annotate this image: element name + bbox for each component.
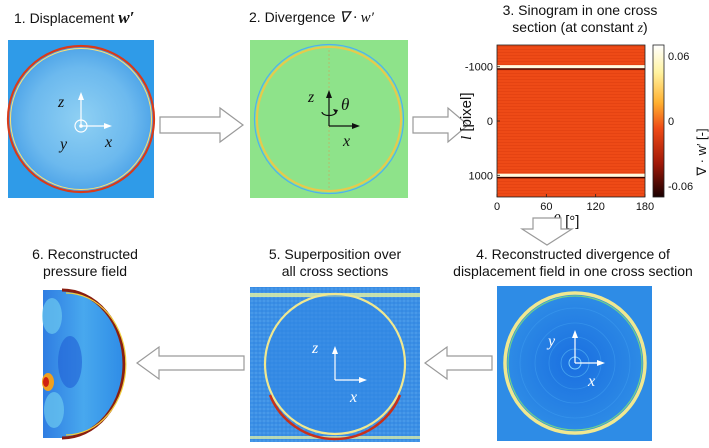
- panel4-ring-b: [534, 322, 616, 404]
- panel6-region-top: [42, 298, 62, 334]
- panel3-title: 3. Sinogram in one cross section (at con…: [460, 2, 700, 37]
- panel2-title-text: 2. Divergence: [249, 9, 340, 25]
- panel3-sinogram: 0 60 120 180 -1000 0 1000 0.06 0 -0.06: [465, 44, 693, 213]
- panel4-x-arrow: [597, 360, 605, 366]
- colorbar-label: ∇ · w′ [-]: [694, 128, 709, 176]
- panel2-title-math: ∇ · w′: [339, 10, 374, 26]
- panel2-ring: [256, 46, 402, 192]
- panel5-ring: [263, 292, 407, 436]
- panel6-rim: [61, 288, 126, 440]
- sinogram-bright-lines: [497, 65, 645, 179]
- sinogram-y-label: l [pixel]: [458, 92, 475, 140]
- sinogram-x-tick-label: 120: [586, 201, 604, 213]
- sinogram-dark-line: [497, 68, 645, 70]
- panel1-title-text: 1. Displacement: [14, 10, 119, 26]
- arrow-1-to-2: [159, 106, 245, 144]
- panel4-image: [497, 286, 652, 441]
- sinogram-x-ticks: 0 60 120 180: [494, 194, 654, 213]
- panel6-region-center: [58, 336, 82, 388]
- sinogram-dark-line: [497, 176, 645, 179]
- panel2-title: 2. Divergence ∇ · w′: [249, 9, 374, 27]
- panel1-z-label: z: [57, 94, 65, 111]
- panel2-image: [250, 40, 408, 198]
- panel2-x-arrow: [352, 123, 360, 129]
- arrow-4-to-5: [423, 345, 493, 381]
- sinogram-y-tick-label: 0: [487, 116, 493, 128]
- panel1-y-dot: [79, 124, 83, 128]
- sinogram-bright-line: [497, 173, 645, 177]
- panel1-title-math: w′: [118, 8, 135, 27]
- sinogram-x-tick-label: 0: [494, 201, 500, 213]
- panel4-x-label: x: [587, 373, 595, 390]
- colorbar-tick-label: 0.06: [668, 51, 689, 63]
- panel1-title: 1. Displacement w′: [14, 9, 134, 27]
- panel1-ring: [6, 44, 156, 194]
- colorbar: [652, 44, 665, 198]
- panel1-z-arrow: [78, 92, 84, 100]
- panel1-ring-inner: [10, 48, 152, 190]
- sinogram-y-tick-label: -1000: [465, 62, 493, 74]
- panel1-x-arrow: [104, 123, 112, 129]
- panel4-outer-ring: [503, 291, 647, 435]
- panel6-title-line1: 6. Reconstructed: [32, 246, 138, 262]
- panel6-rim-inner: [65, 292, 127, 436]
- panel5-z-arrow: [332, 346, 338, 354]
- panel3-title-line2: section (at constant z): [460, 19, 700, 37]
- sinogram-plot-area: [497, 45, 645, 197]
- arrow-5-to-6: [135, 345, 245, 381]
- sinogram-y-ticks: -1000 0 1000: [465, 62, 500, 182]
- panel6-title-line2: pressure field: [42, 263, 128, 279]
- sinogram-x-label-unit: [°]: [561, 213, 580, 230]
- panel2-theta-label: θ: [341, 95, 349, 114]
- panel6-hotspot-inner: [43, 377, 49, 387]
- panel5-x-label: x: [349, 389, 357, 406]
- sinogram-y-tick-label: 1000: [469, 170, 493, 182]
- panel5-x-arrow: [359, 377, 367, 383]
- panel4-y-label: y: [546, 333, 556, 350]
- colorbar-ticks: 0.06 0 -0.06: [668, 51, 693, 193]
- panel4-ring-a: [519, 307, 631, 419]
- sinogram-x-tick-label: 60: [540, 201, 552, 213]
- panel5-bottom-band: [250, 436, 420, 439]
- panel1-image: [6, 40, 156, 198]
- panel6-image: [42, 288, 127, 440]
- panel5-title-line2: all cross sections: [281, 263, 389, 279]
- panel2-x-label: x: [342, 133, 350, 150]
- panel2-z-label: z: [307, 89, 315, 106]
- panel5-title: 5. Superposition over all cross sections: [250, 246, 420, 280]
- panel1-x-label: x: [104, 134, 112, 151]
- panel5-title-line1: 5. Superposition over: [268, 246, 402, 262]
- panel6-title: 6. Reconstructed pressure field: [10, 246, 160, 280]
- panel3-title-line1: 3. Sinogram in one cross: [502, 2, 658, 18]
- panel4-title-line2: displacement field in one cross section: [453, 263, 693, 279]
- colorbar-tick-label: 0: [668, 116, 674, 128]
- arrow-2-to-3: [412, 106, 469, 144]
- panel5-z-label: z: [311, 340, 319, 357]
- panel3-title-line2-a: section (at constant: [512, 19, 638, 35]
- panel4-title: 4. Reconstructed divergence of displacem…: [438, 246, 708, 280]
- panel1-y-circle: [74, 119, 88, 133]
- sinogram-x-tick-label: 180: [636, 201, 654, 213]
- panel5-image: [250, 287, 420, 442]
- panel4-y-arrow: [572, 330, 578, 338]
- arrow-3-to-4: [519, 217, 575, 246]
- panel6-region-bottom: [44, 392, 64, 428]
- panel3-title-line2-z: z: [637, 21, 644, 36]
- sinogram-bright-line: [497, 65, 645, 69]
- sinogram-y-label-unit: [pixel]: [458, 92, 475, 135]
- panel5-ring-bottom: [268, 394, 402, 441]
- panel6-halfdisk: [43, 290, 124, 438]
- panel2-rotation-arrowhead: [333, 109, 338, 114]
- panel4-title-line1: 4. Reconstructed divergence of: [476, 246, 670, 262]
- panel1-y-label: y: [58, 136, 68, 153]
- panel4-outer-ring-inner: [507, 295, 643, 431]
- panel2-z-arrow: [326, 90, 332, 98]
- sinogram-y-label-symbol: l: [459, 136, 475, 140]
- colorbar-tick-label: -0.06: [668, 181, 693, 193]
- panel3-title-line2-b: ): [643, 19, 648, 35]
- panel2-ring-outer: [253, 43, 405, 195]
